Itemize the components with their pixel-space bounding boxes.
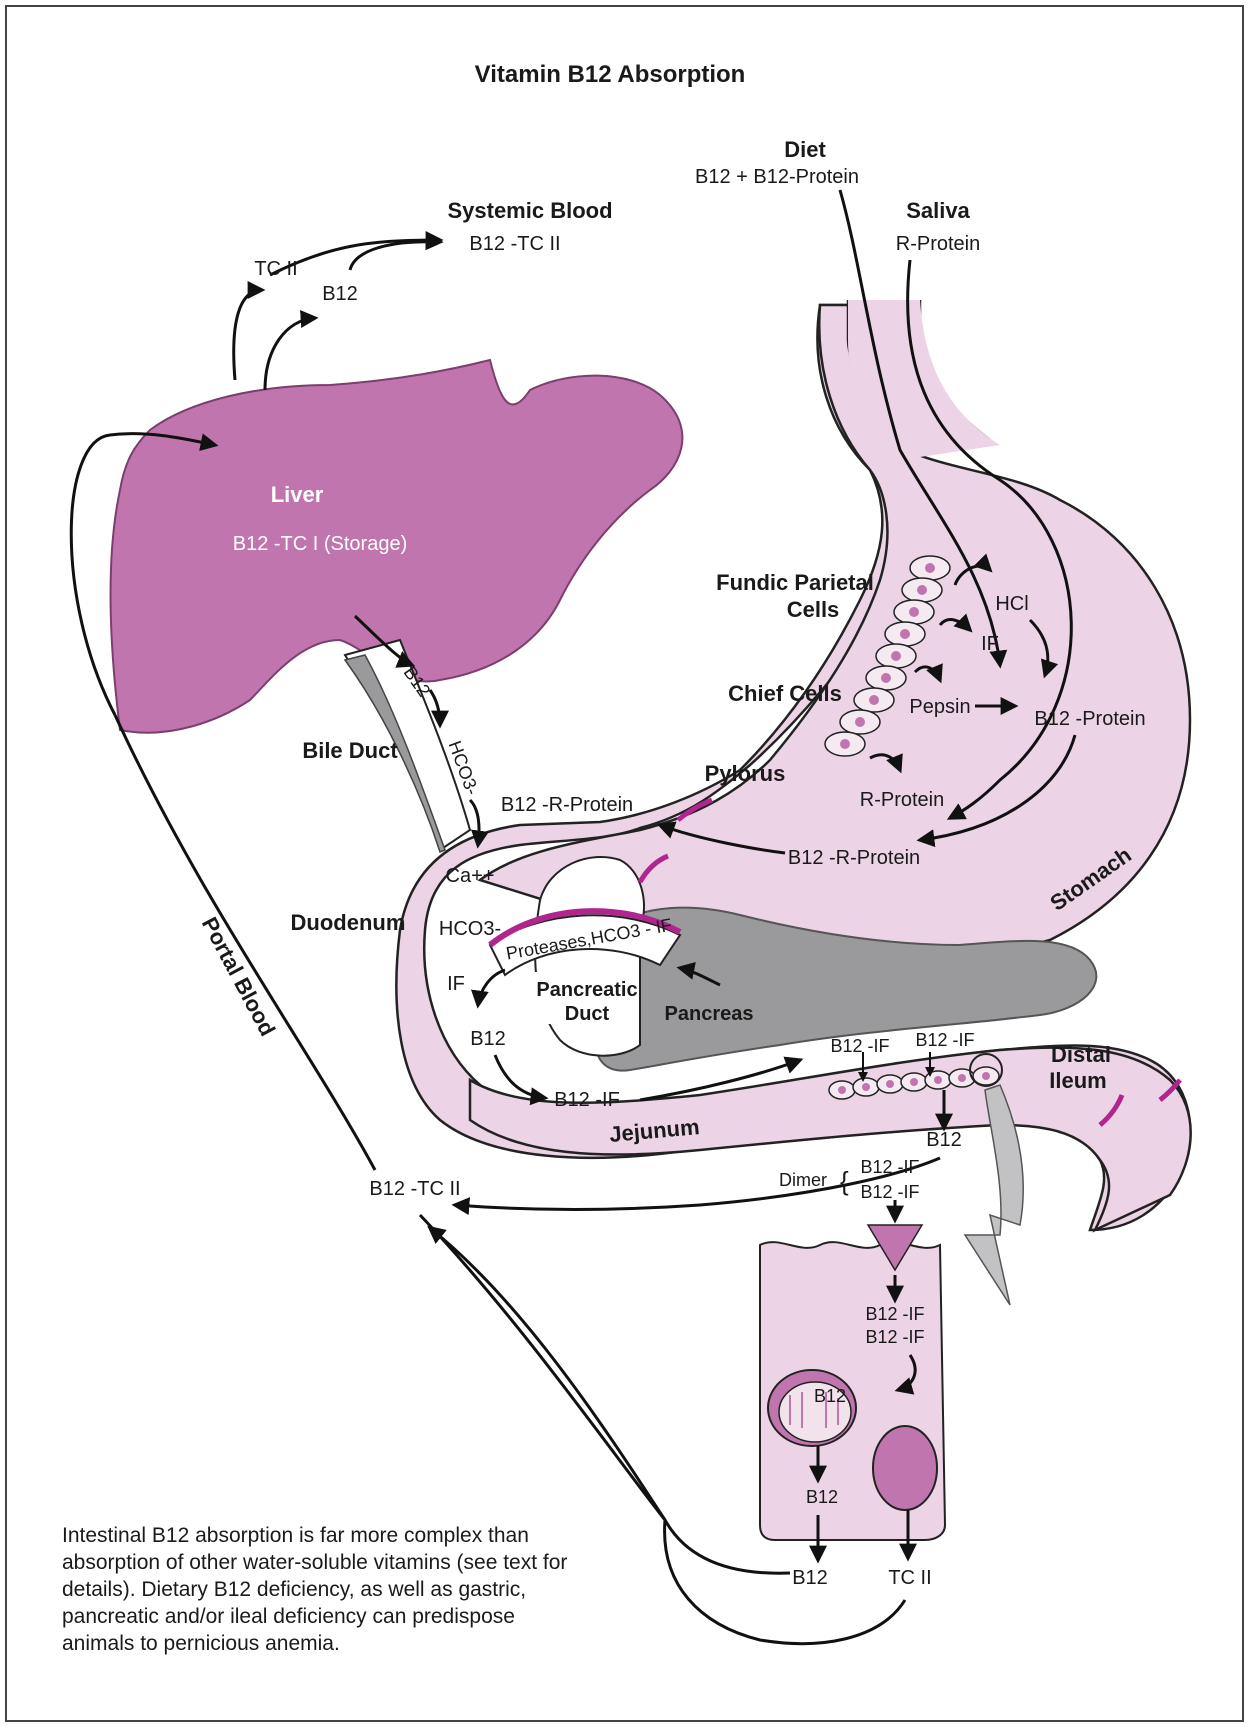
portal-blood-line [115, 715, 375, 1170]
arrow-b12-jej [495, 1055, 545, 1098]
label-diet: Diet [784, 137, 826, 162]
label-b12-if-ileum-1: B12 -IF [830, 1036, 889, 1056]
label-pepsin: Pepsin [909, 696, 970, 718]
label-tc2-top: TC II [254, 258, 297, 280]
label-saliva-sub: R-Protein [896, 233, 980, 255]
label-pancreatic-duct: Pancreatic [536, 979, 637, 1001]
label-out-tc2: TC II [888, 1567, 931, 1589]
label-cell-if-2: B12 -IF [865, 1327, 924, 1347]
label-ileum: Ileum [1049, 1068, 1106, 1093]
duodenum-loop-hole [535, 857, 644, 1056]
dimer-brace: { [840, 1166, 849, 1196]
label-dimer-if-2: B12 -IF [860, 1182, 919, 1202]
label-dimer: Dimer [779, 1170, 827, 1190]
label-diet-sub: B12 + B12-Protein [695, 166, 859, 188]
label-b12-r-protein-stomach: B12 -R-Protein [788, 847, 920, 869]
label-fundic-2: Cells [787, 597, 840, 622]
label-duodenum: Duodenum [291, 910, 406, 935]
label-cell-if-1: B12 -IF [865, 1304, 924, 1324]
label-bile-duct: Bile Duct [302, 738, 398, 763]
label-systemic-blood: Systemic Blood [447, 198, 612, 223]
caption: Intestinal B12 absorption is far more co… [62, 1522, 582, 1657]
label-b12-r-protein-duod: B12 -R-Protein [501, 794, 633, 816]
arrow-b12-systemic [350, 242, 440, 270]
label-chief: Chief Cells [728, 681, 842, 706]
label-b12-if-ileum-2: B12 -IF [915, 1030, 974, 1050]
label-pancreatic-duct-2: Duct [565, 1003, 610, 1025]
label-distal: Distal [1051, 1042, 1111, 1067]
label-hco3-duod: HCO3- [439, 918, 501, 940]
label-b12-ileum: B12 [926, 1129, 962, 1151]
arrow-duct-if [478, 970, 505, 1005]
label-fundic: Fundic Parietal [716, 570, 874, 595]
label-r-protein: R-Protein [860, 789, 944, 811]
label-pylorus: Pylorus [705, 761, 786, 786]
label-ca: Ca++ [446, 865, 495, 887]
label-b12-protein: B12 -Protein [1034, 708, 1145, 730]
label-dimer-if-1: B12 -IF [860, 1157, 919, 1177]
arrow-liver-tc2 [234, 290, 262, 380]
label-portal-blood: Portal Blood [197, 913, 280, 1040]
label-pancreas: Pancreas [665, 1003, 754, 1025]
label-b12-top: B12 [322, 283, 358, 305]
label-cell-b12: B12 [806, 1487, 838, 1507]
arrow-liver-b12 [265, 318, 315, 390]
label-b12-duod: B12 [470, 1028, 506, 1050]
label-liver-sub: B12 -TC I (Storage) [233, 533, 408, 555]
label-if-gastric: IF [981, 633, 999, 655]
label-mito-b12: B12 [814, 1386, 846, 1406]
label-liver: Liver [271, 482, 324, 507]
label-out-b12: B12 [792, 1567, 828, 1589]
nucleus [873, 1426, 937, 1510]
label-portal-tc2: B12 -TC II [369, 1178, 460, 1200]
label-hcl: HCl [995, 593, 1028, 615]
label-b12-if-jej: B12 -IF [554, 1089, 620, 1111]
label-saliva: Saliva [906, 198, 970, 223]
label-systemic-sub: B12 -TC II [469, 233, 560, 255]
label-if-duod: IF [447, 973, 465, 995]
title: Vitamin B12 Absorption [475, 61, 746, 88]
